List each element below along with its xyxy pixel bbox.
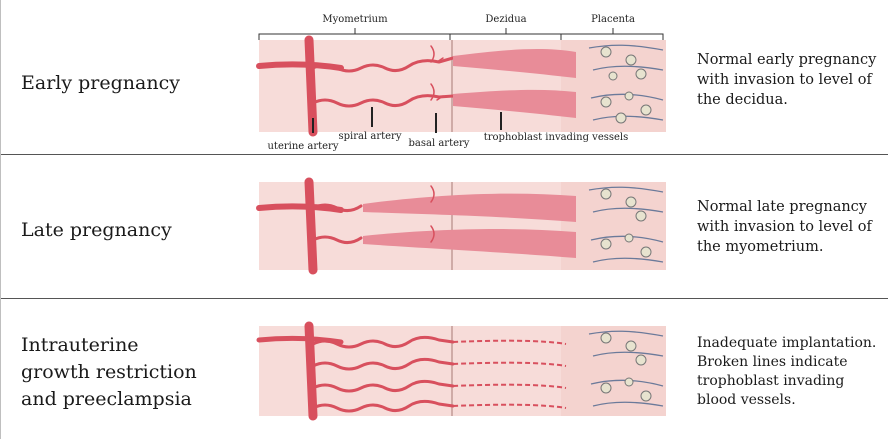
callout-uterine-artery: uterine artery xyxy=(267,141,338,152)
diagram-iugr xyxy=(259,326,666,416)
callout-trophoblast: trophoblast invading vessels xyxy=(484,132,629,143)
diagram-late xyxy=(259,182,666,270)
zone-label-decidua: Dezidua xyxy=(485,14,526,25)
callout-basal-artery: basal artery xyxy=(409,138,470,149)
zone-scale: Myometrium Dezidua Placenta xyxy=(259,14,663,40)
callout-spiral-artery: spiral artery xyxy=(339,131,402,142)
diagram-early: uterine artery spiral artery basal arter… xyxy=(259,40,666,152)
zone-label-placenta: Placenta xyxy=(591,14,635,25)
zone-label-myometrium: Myometrium xyxy=(322,14,388,25)
